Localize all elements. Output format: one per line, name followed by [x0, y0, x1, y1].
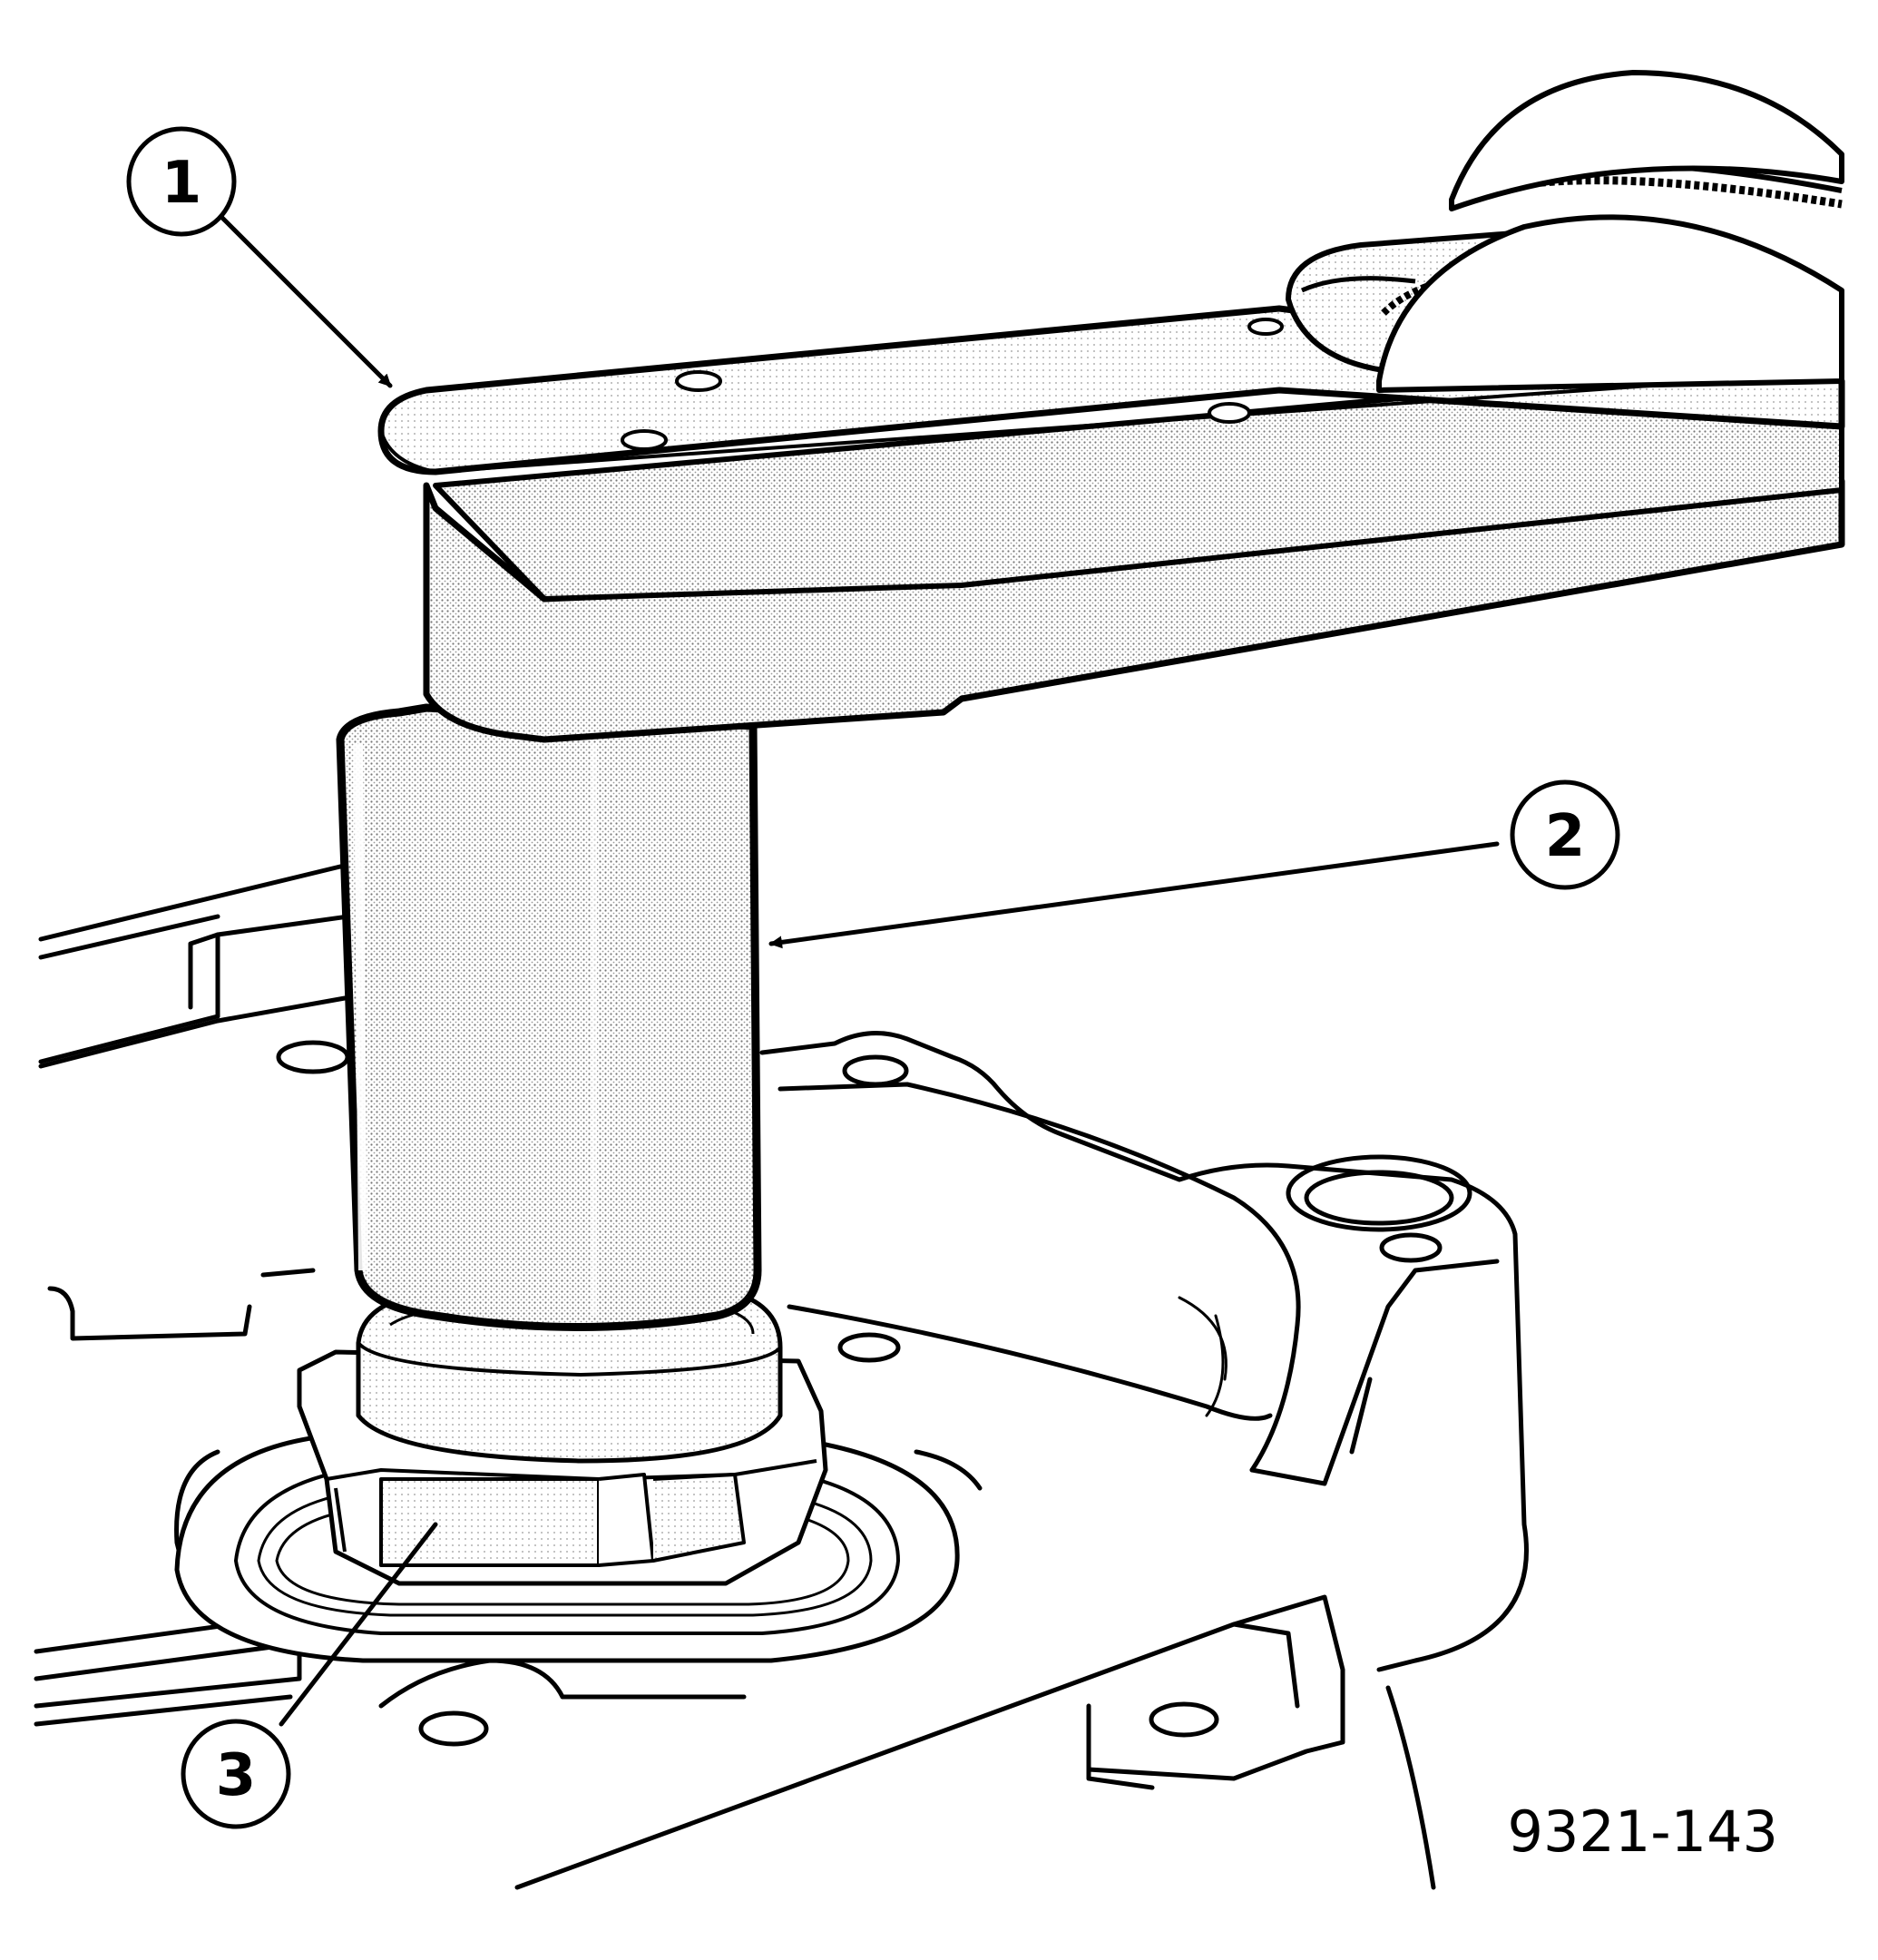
- figure-number: 9321-143: [1508, 1798, 1779, 1865]
- socket-collar: [356, 1290, 783, 1464]
- callout-3: 3: [181, 1719, 291, 1829]
- torque-wrench: [377, 70, 1845, 743]
- leader-line-2: [768, 841, 1500, 949]
- leader-lines: [220, 215, 1500, 1727]
- callout-label: 1: [161, 150, 202, 217]
- callout-2: 2: [1510, 779, 1620, 890]
- callout-label: 2: [1545, 803, 1586, 870]
- leader-line-1: [220, 215, 393, 388]
- callout-1: 1: [126, 126, 237, 237]
- socket-tool: [336, 703, 762, 1331]
- callout-label: 3: [216, 1742, 257, 1809]
- leader-line-3: [279, 1522, 438, 1727]
- callout-circle: [181, 1719, 291, 1829]
- callout-circle: [126, 126, 237, 237]
- callout-circle: [1510, 779, 1620, 890]
